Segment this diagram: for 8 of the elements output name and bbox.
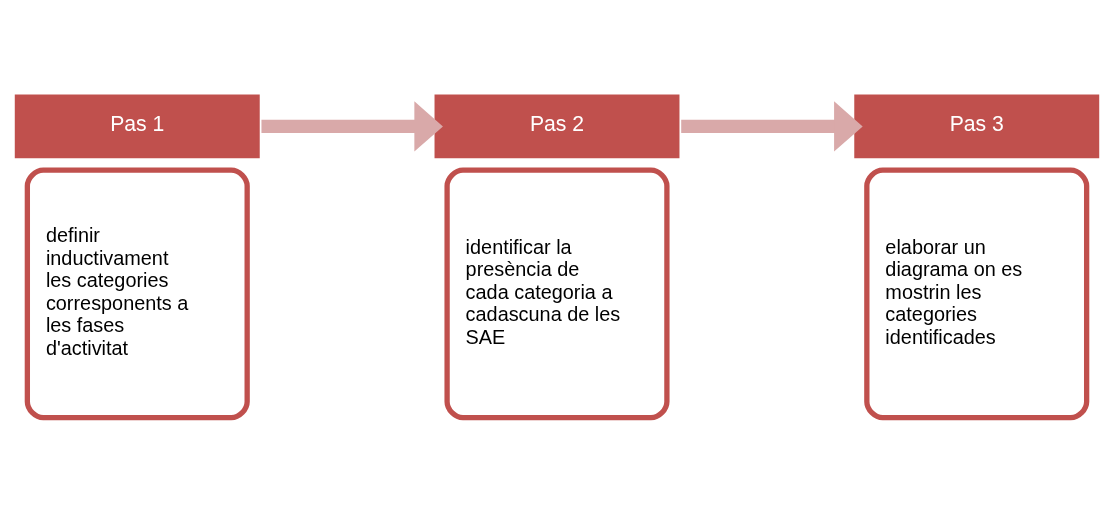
node-box: Pas 2 [431,91,683,161]
node-box: elaborar un diagrama on es mostrin les categories identificades [864,166,1090,420]
node-box: Pas 1 [12,91,263,161]
node-box: identificar la presència de cada categoria a cadascuna de les SAE [444,166,670,420]
arrow [261,100,443,151]
node-box: Pas 3 [851,91,1102,161]
node-box: definir inductivament les categories corresponents a les fases d'activitat [24,166,250,420]
arrow [681,100,863,151]
